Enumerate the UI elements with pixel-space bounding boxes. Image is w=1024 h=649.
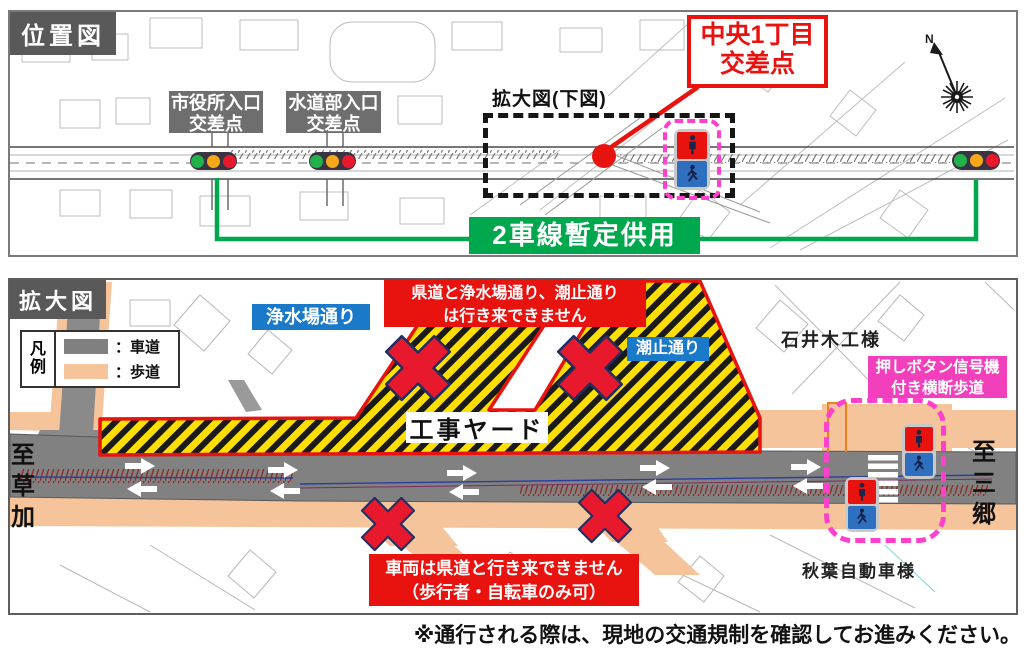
closed-x-marks — [360, 334, 633, 552]
push-button-crosswalk-label: 押しボタン信号機 付き横断歩道 — [868, 356, 1007, 398]
pedestrian-signal-icon — [845, 477, 879, 532]
legend-label: ：歩道 — [115, 364, 161, 381]
stop-signal-cell — [905, 427, 933, 451]
red-light — [342, 154, 355, 168]
pedestrian-signal-icon — [674, 129, 710, 190]
compass-icon: N — [925, 32, 973, 113]
traffic-light-icon — [190, 152, 237, 170]
closure-warning-top: 県道と浄水場通り、潮止通り は行き来できません — [384, 279, 646, 327]
closure-warning-bottom: 車両は県道と行き来できません （歩行者・自転車のみ可） — [369, 554, 639, 606]
label-line: 市役所入口 — [171, 93, 261, 113]
label-line: 付き横断歩道 — [890, 379, 984, 397]
callout-pointer — [592, 85, 700, 168]
green-light — [953, 154, 967, 167]
location-map-title: 位置図 — [10, 12, 116, 55]
street-label-shiodome: 潮止通り — [627, 337, 709, 361]
roadway-swatch — [64, 339, 108, 354]
label-line: 交差点 — [306, 114, 361, 135]
closed-x-mark — [384, 334, 452, 402]
traffic-light-icon — [952, 151, 1000, 170]
callout-line: 交差点 — [719, 49, 795, 78]
standing-person-icon — [916, 429, 922, 448]
legend-label: ：車道 — [115, 339, 161, 356]
median-workzone-hatch — [520, 485, 988, 496]
intersection-label-shiyakusho: 市役所入口 交差点 — [169, 91, 263, 135]
intersection-label-suidobu: 水道部入口 交差点 — [286, 91, 381, 135]
legend-item-sidewalk: ：歩道 — [64, 361, 178, 382]
yellow-light — [326, 154, 339, 168]
direction-char: 草 — [11, 473, 35, 500]
red-light — [985, 154, 999, 167]
walking-person-icon — [686, 164, 698, 182]
red-light — [223, 154, 236, 168]
green-light — [310, 154, 323, 168]
standing-person-icon — [688, 135, 696, 155]
stop-signal-cell — [677, 132, 707, 159]
closed-x-mark — [577, 488, 633, 544]
traffic-light-icon — [309, 152, 356, 170]
label-line: 交差点 — [189, 114, 243, 135]
warning-line: は行き来できません — [443, 308, 587, 326]
pedestrian-signal-icon — [902, 424, 936, 479]
crosswalk-highlight-outline — [824, 398, 946, 543]
signal-highlight-outline — [663, 119, 721, 200]
label-line: 水道部入口 — [288, 93, 379, 113]
walk-signal-cell — [905, 452, 933, 476]
warning-line: 県道と浄水場通り、潮止通り — [411, 285, 619, 302]
direction-label-soka: 至 草 加 — [9, 440, 37, 533]
sidewalk-swatch — [64, 364, 108, 379]
walk-signal-cell — [848, 505, 876, 529]
direction-char: 至 — [11, 442, 35, 469]
walk-signal-cell — [677, 160, 707, 187]
direction-char: 加 — [11, 504, 35, 531]
route-road — [10, 117, 1014, 224]
building-label-ishii: 石井木工様 — [781, 330, 881, 350]
construction-yard-label: 工事ヤード — [406, 412, 548, 444]
label-line: 押しボタン信号機 — [875, 359, 1000, 376]
warning-line: （歩行者・自転車のみ可） — [402, 582, 606, 602]
building-label-akiba: 秋葉自動車様 — [802, 562, 916, 581]
median-workzone-hatch — [20, 469, 293, 483]
direction-label-misato: 至 三 郷 — [970, 437, 998, 530]
stop-signal-cell — [848, 480, 876, 504]
yellow-light — [969, 154, 983, 167]
location-map-panel: N — [8, 10, 1018, 257]
svg-text:N: N — [925, 32, 934, 46]
callout-line: 中央1丁目 — [700, 21, 815, 49]
warning-line: 車両は県道と行き来できません — [385, 559, 623, 578]
enlarged-map-title: 拡大図 — [10, 280, 106, 319]
street-label-josuijo: 浄水場通り — [252, 304, 370, 330]
legend-title: 凡 例 — [22, 332, 56, 386]
intersection-dot — [592, 144, 616, 168]
expanded-ref-label: 拡大図(下図) — [492, 89, 607, 110]
location-map-art: N — [10, 17, 1014, 251]
legend: 凡 例 ：車道 ：歩道 — [20, 330, 180, 388]
legend-title-char: 凡 — [29, 340, 46, 358]
closed-x-mark — [556, 334, 624, 402]
footer-note: ※通行される際は、現地の交通規制を確認してお進みください。 — [413, 624, 1021, 647]
walking-person-icon — [914, 455, 924, 472]
legend-title-char: 例 — [29, 359, 46, 376]
direction-char: 郷 — [972, 501, 996, 528]
legend-item-roadway: ：車道 — [64, 336, 178, 357]
provisional-two-lane-banner: 2車線暫定供用 — [469, 217, 700, 254]
yellow-light — [207, 154, 220, 168]
direction-char: 三 — [972, 470, 996, 497]
expanded-area-outline — [483, 113, 735, 198]
closed-x-mark — [360, 496, 416, 552]
green-light — [191, 154, 204, 168]
walking-person-icon — [857, 508, 867, 525]
chuo-1chome-callout: 中央1丁目 交差点 — [687, 15, 828, 88]
crosswalk — [868, 455, 898, 503]
standing-person-icon — [859, 482, 865, 501]
direction-char: 至 — [972, 439, 996, 466]
